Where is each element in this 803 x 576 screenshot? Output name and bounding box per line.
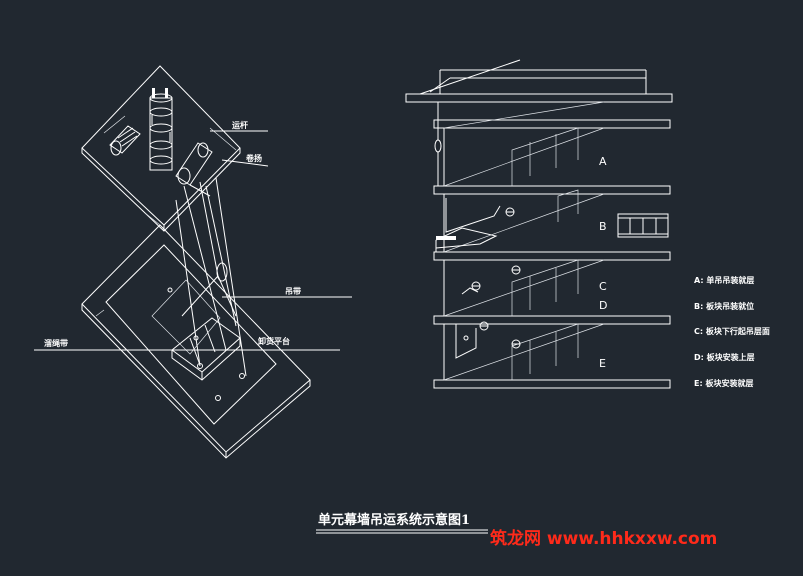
legend: A: 单吊吊装就层 B: 板块吊装就位 C: 板块下行起吊层面 D: 板块安装上… [694,275,770,388]
motor-unit [109,125,141,156]
trolley-frame [175,142,213,197]
winch-drum [149,88,173,171]
isometric-lifting-view: 运杆 卷扬 [34,65,352,459]
roof-slab-edge [81,148,241,232]
floor-marker-c: C [599,280,607,293]
perspective-lines [443,101,605,381]
lower-hardware [455,265,521,359]
floor-marker-e: E [599,357,606,370]
winch-leader [221,159,269,167]
elevation-view: A B C D E A: 单吊吊装就层 B: 板块吊装就位 C: 板块下行起吊层… [405,59,770,389]
drawing-title: 单元幕墙吊运系统示意图1 [318,512,470,528]
unloading-platform [171,317,245,401]
floor-marker-b: B [599,220,607,233]
floor-marker-a: A [599,155,607,168]
guide-rope-label: 溜绳带 [44,338,68,348]
facade-grid [511,127,579,380]
platform-label: 卸货平台 [258,336,290,346]
roof-slab [81,65,241,226]
lifting-frame [435,198,515,252]
tie-bar-label: 运杆 [232,120,248,130]
curtain-panel [151,279,221,355]
floor-marker-d: D [599,299,607,312]
roof-slab-edge [405,93,673,103]
floor-slabs [433,119,671,389]
legend-item-e: E: 板块安装就层 [694,378,753,388]
watermark: 筑龙网 www.hhkxxw.com [490,528,717,549]
hoist-hook [434,102,442,186]
legend-item-a: A: 单吊吊装就层 [694,275,754,285]
sling-label: 吊带 [285,286,301,296]
legend-item-d: D: 板块安装上层 [694,352,755,362]
winch-label: 卷扬 [245,153,262,163]
legend-item-b: B: 板块吊装就位 [694,301,754,311]
roof-beam [419,59,521,95]
legend-item-c: C: 板块下行起吊层面 [694,326,770,336]
lower-slab-inner [105,244,277,425]
curtain-panel-unit [617,213,669,238]
